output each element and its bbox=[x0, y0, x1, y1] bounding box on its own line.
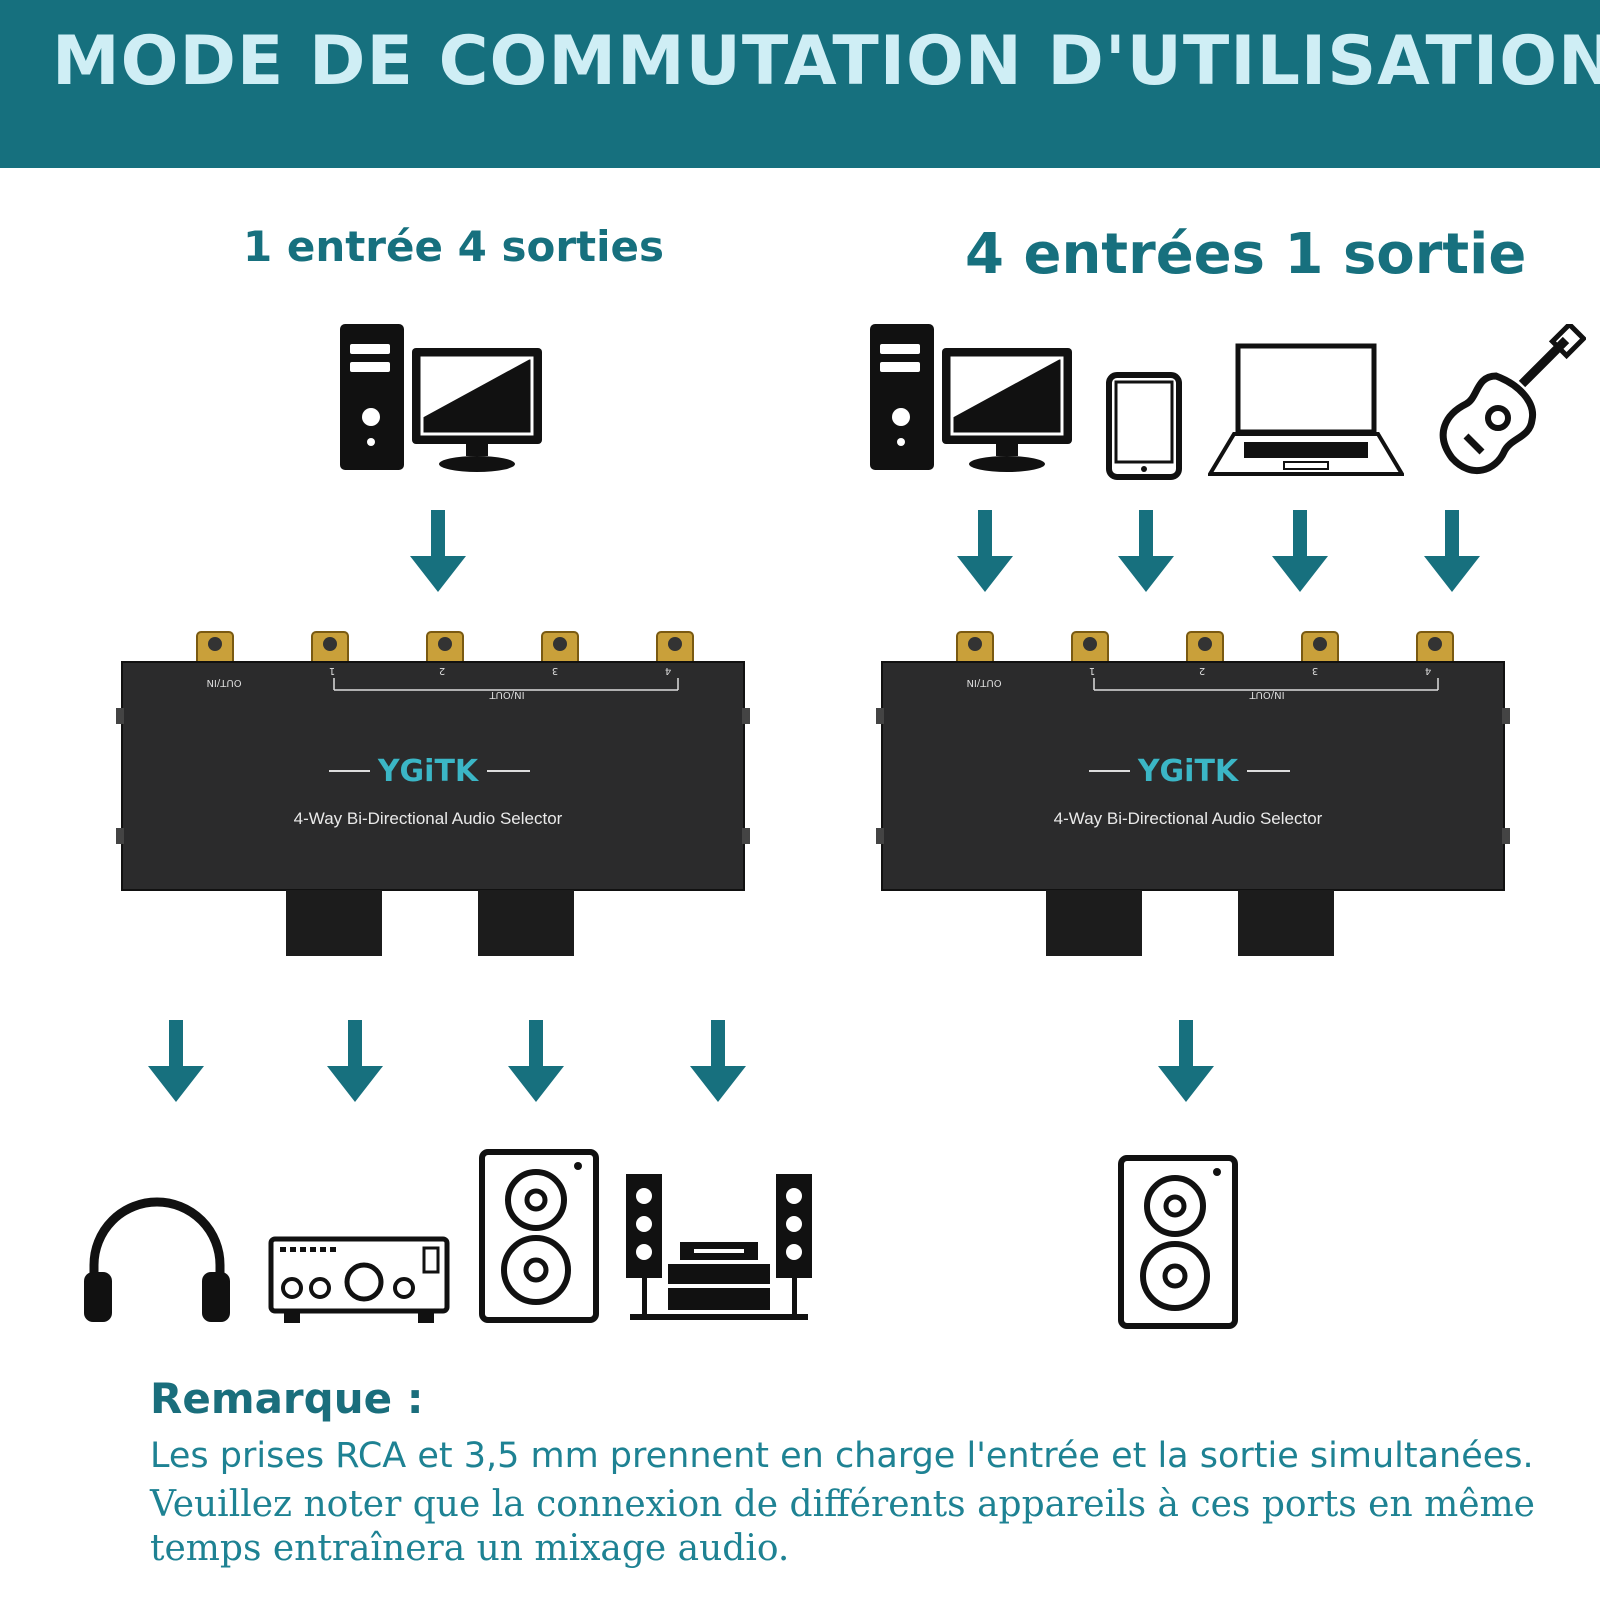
tablet-icon bbox=[1106, 372, 1182, 480]
port-number: 1 bbox=[1089, 665, 1095, 676]
page-title: MODE DE COMMUTATION D'UTILISATION bbox=[52, 22, 1600, 101]
header-banner: MODE DE COMMUTATION D'UTILISATION bbox=[0, 0, 1600, 168]
amplifier-icon bbox=[268, 1236, 450, 1323]
port-number: 2 bbox=[439, 665, 445, 676]
guitar-icon bbox=[1439, 324, 1586, 474]
arrow-down-icon bbox=[957, 510, 1013, 592]
desktop-computer-icon bbox=[340, 324, 542, 472]
port-label-out-in: OUT/IN bbox=[966, 677, 1001, 688]
arrow-down-icon bbox=[1158, 1020, 1214, 1102]
note-line-3: temps entraînera un mixage audio. bbox=[150, 1528, 790, 1569]
speaker-icon bbox=[479, 1149, 599, 1323]
arrow-down-icon bbox=[690, 1020, 746, 1102]
speaker-icon bbox=[1118, 1155, 1238, 1329]
mode-title-4-in-1-out: 4 entrées 1 sortie bbox=[965, 222, 1527, 287]
audio-selector-device: OUT/IN IN/OUT 1 2 3 4 YGiTK 4-Way Bi-Dir… bbox=[116, 631, 750, 956]
arrow-down-icon bbox=[1272, 510, 1328, 592]
arrow-down-icon bbox=[410, 510, 466, 592]
brand-logo: YGiTK bbox=[1137, 754, 1240, 789]
port-number: 3 bbox=[552, 665, 558, 676]
port-number: 4 bbox=[665, 665, 671, 676]
port-number: 3 bbox=[1312, 665, 1318, 676]
note-title: Remarque : bbox=[150, 1374, 424, 1423]
arrow-down-icon bbox=[1118, 510, 1174, 592]
desktop-computer-icon bbox=[870, 324, 1072, 472]
port-label-in-out: IN/OUT bbox=[1249, 689, 1285, 700]
device-model-label: 4-Way Bi-Directional Audio Selector bbox=[294, 809, 563, 828]
port-number: 2 bbox=[1199, 665, 1205, 676]
port-number: 1 bbox=[329, 665, 335, 676]
mode-title-1-in-4-out: 1 entrée 4 sorties bbox=[243, 222, 664, 271]
laptop-icon bbox=[1208, 343, 1404, 476]
port-label-out-in: OUT/IN bbox=[206, 677, 241, 688]
port-label-in-out: IN/OUT bbox=[489, 689, 525, 700]
arrow-down-icon bbox=[327, 1020, 383, 1102]
arrow-down-icon bbox=[1424, 510, 1480, 592]
arrow-down-icon bbox=[508, 1020, 564, 1102]
headphones-icon bbox=[84, 1197, 230, 1322]
device-model-label: 4-Way Bi-Directional Audio Selector bbox=[1054, 809, 1323, 828]
audio-selector-device: OUT/IN IN/OUT 1 2 3 4 YGiTK 4-Way Bi-Dir… bbox=[876, 631, 1510, 956]
note-line-1: Les prises RCA et 3,5 mm prennent en cha… bbox=[150, 1436, 1534, 1476]
arrow-down-icon bbox=[148, 1020, 204, 1102]
note-line-2: Veuillez noter que la connexion de diffé… bbox=[150, 1484, 1535, 1525]
port-number: 4 bbox=[1425, 665, 1431, 676]
stereo-system-icon bbox=[626, 1174, 812, 1320]
brand-logo: YGiTK bbox=[377, 754, 480, 789]
